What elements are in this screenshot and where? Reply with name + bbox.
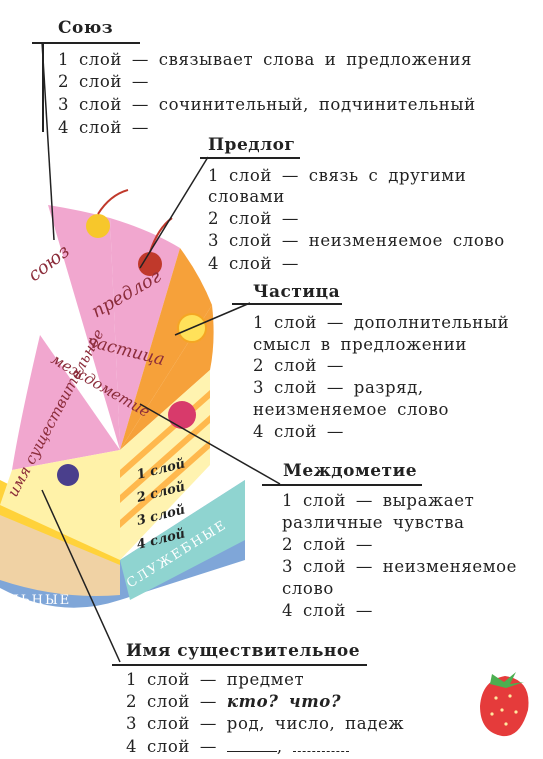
soyuz-line-1: 1 слой — связывает слова и предложения <box>58 50 473 69</box>
mezhdometie-line-1: 1 слой — выражает <box>282 491 475 510</box>
cake-plate-right <box>120 480 245 600</box>
strawberry-icon <box>480 672 529 737</box>
blank-solid-underline <box>226 739 277 752</box>
slice-imya-side <box>0 450 120 560</box>
soyuz-line-4: 4 слой — <box>58 118 149 137</box>
soyuz-title: Союз <box>58 18 114 38</box>
imya-line-4-comma: , <box>276 737 283 756</box>
predlog-line-1: 1 слой — связь с другими <box>208 166 467 185</box>
cherry-yellow-icon <box>86 214 110 238</box>
predlog-line-3: 2 слой — <box>208 209 299 228</box>
chastitsa-title: Частица <box>253 282 341 302</box>
predlog-title: Предлог <box>208 135 296 155</box>
slice-chastitsa <box>120 248 212 450</box>
chastitsa-line-1: 1 слой — дополнительный <box>253 313 510 332</box>
blank-dashed-underline <box>292 739 349 752</box>
cake-base-sponge <box>0 510 120 596</box>
slice-predlog <box>110 218 180 450</box>
slice-imya <box>12 335 120 470</box>
imya-line-1: 1 слой — предмет <box>126 670 305 689</box>
predlog-line-4: 3 слой — неизменяемое слово <box>208 231 505 250</box>
chastitsa-line-3: 2 слой — <box>253 356 344 375</box>
slice-soyuz <box>48 205 120 450</box>
imya-line-2: 2 слой — кто? что? <box>126 692 341 711</box>
imya-line-4-prefix: 4 слой — <box>126 737 217 756</box>
raspberry-icon <box>168 401 196 429</box>
imya-line-4: 4 слой — , <box>126 737 349 756</box>
predlog-line-5: 4 слой — <box>208 254 299 273</box>
chastitsa-line-4: 3 слой — разряд, <box>253 378 424 397</box>
soyuz-line-3: 3 слой — сочинительный, подчинительный <box>58 95 476 114</box>
predlog-line-2: словами <box>208 187 285 206</box>
blueberry-icon <box>57 464 79 486</box>
chastitsa-line-5: неизменяемое слово <box>253 400 449 419</box>
chastitsa-line-6: 4 слой — <box>253 422 344 441</box>
cake-illustration: ЛЬНЫЕ СЛУЖЕБНЫЕ союз предлог частица меж… <box>0 189 245 608</box>
mezhdometie-line-3: 2 слой — <box>282 535 373 554</box>
mezhdometie-line-4: 3 слой — неизменяемое <box>282 557 518 576</box>
mezhdometie-line-5: слово <box>282 579 334 598</box>
imya-title: Имя существительное <box>126 641 361 661</box>
chastitsa-line-2: смысл в предложении <box>253 335 467 354</box>
plate-label-left: ЛЬНЫЕ <box>8 593 71 608</box>
mezhdometie-title: Междометие <box>283 461 418 481</box>
cherry-red-icon <box>138 252 162 276</box>
imya-line-2-question: кто? что? <box>226 692 342 711</box>
mezhdometie-line-6: 4 слой — <box>282 601 373 620</box>
mezhdometie-line-2: различные чувства <box>282 513 465 532</box>
imya-line-2-prefix: 2 слой — <box>126 692 217 711</box>
soyuz-line-2: 2 слой — <box>58 72 149 91</box>
imya-line-3: 3 слой — род, число, падеж <box>126 714 405 733</box>
